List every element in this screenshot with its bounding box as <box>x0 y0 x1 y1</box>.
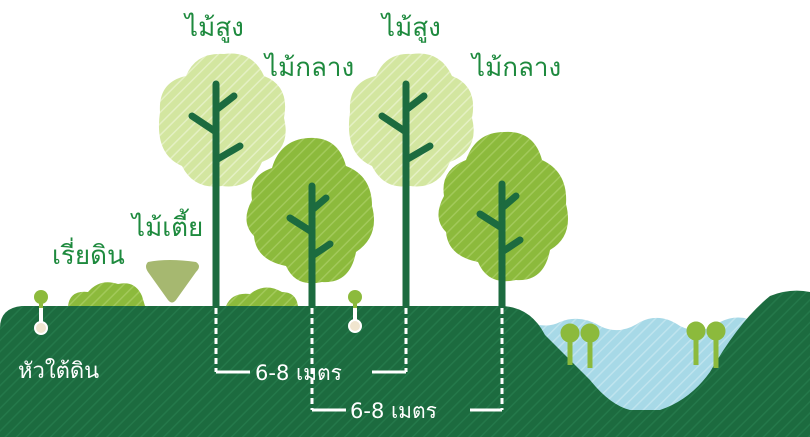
label-underground: หัวใต้ดิน <box>18 358 99 384</box>
measurement-bracket-1 <box>214 308 408 372</box>
ground-cover-bush <box>68 282 145 306</box>
label-tall-tree-2: ไม้สูง <box>380 12 441 43</box>
label-tall-tree-1: ไม้สูง <box>183 12 244 43</box>
measurement-bracket-2 <box>310 308 504 410</box>
tuber-left <box>34 308 48 335</box>
sprout-left <box>34 290 48 308</box>
measurement-label-1: 6-8 เมตร <box>255 361 342 385</box>
label-medium-tree-2: ไม้กลาง <box>470 52 561 83</box>
label-shrub: ไม้เตี้ย <box>130 208 203 243</box>
tuber-middle <box>348 308 362 333</box>
water-plants <box>560 321 726 368</box>
medium-tree-1 <box>246 137 374 310</box>
tall-tree-1 <box>158 53 286 310</box>
tall-tree-2 <box>348 53 474 310</box>
low-bush <box>226 287 298 306</box>
label-ground-cover: เรี่ยดิน <box>52 237 125 271</box>
sprout-middle <box>348 290 362 308</box>
measurement-label-2: 6-8 เมตร <box>350 399 437 423</box>
shrub-triangle <box>146 260 199 303</box>
medium-tree-2 <box>438 131 568 310</box>
label-medium-tree-1: ไม้กลาง <box>263 52 354 83</box>
